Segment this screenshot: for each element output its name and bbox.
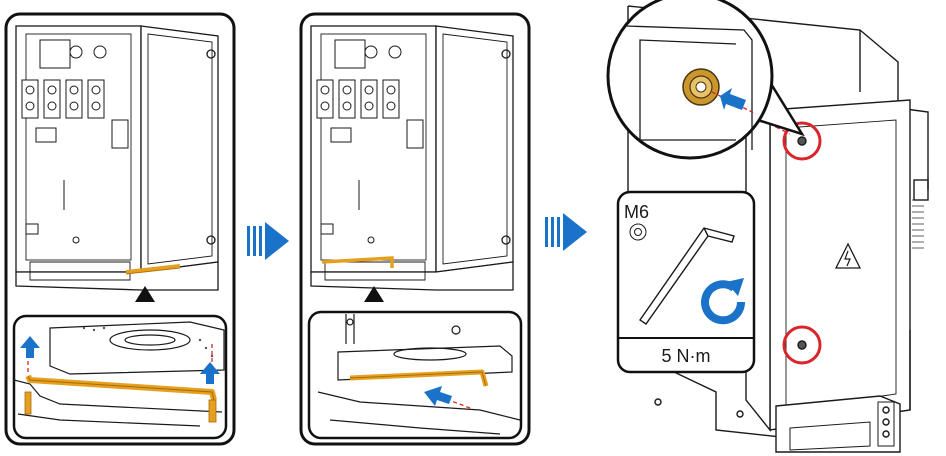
screw-size-label: M6 (624, 202, 649, 222)
red-circle-highlight-icon (782, 121, 822, 365)
blue-push-arrow-icon (720, 88, 746, 110)
blue-push-arrow-icon (424, 386, 452, 406)
zoom-inset-1 (12, 314, 228, 440)
screw-head-icon (629, 223, 647, 241)
zoom-inset-2 (307, 310, 523, 440)
hex-key-icon (639, 227, 735, 325)
blue-push-arrow-icon (20, 336, 220, 384)
right-step-arrow-icon (247, 222, 289, 260)
clockwise-arrow-icon (701, 278, 746, 325)
up-triangle-pointer-icon (135, 286, 155, 302)
cabinet-open-door-drawing-1 (15, 25, 219, 291)
tool-spec-callout: M6 5 N·m (616, 190, 756, 374)
cabinet-open-door-drawing-2 (310, 25, 514, 291)
right-step-arrow-icon (545, 213, 587, 251)
step-2-panel (299, 12, 531, 446)
screw-zoom-callout (606, 0, 805, 160)
step-1-panel (4, 12, 236, 446)
up-triangle-pointer-icon (364, 286, 384, 302)
torque-label: 5 N·m (662, 346, 711, 366)
